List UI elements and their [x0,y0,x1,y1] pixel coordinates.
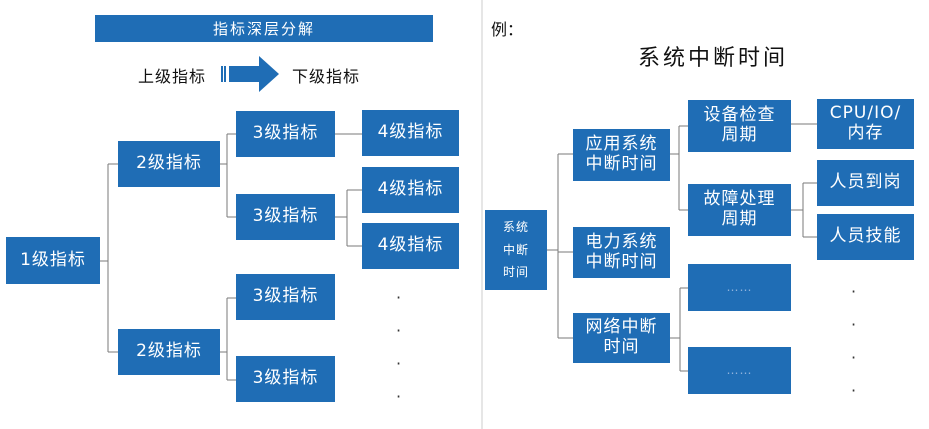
mid-node-app-label: 应用系统 中断时间 [585,134,658,174]
mid-node-power-label: 电力系统 中断时间 [585,231,658,272]
sub-node-inspection: 设备检查 周期 [688,100,791,152]
mid-node-app: 应用系统 中断时间 [573,129,670,181]
level1-node: 1级指标 [6,237,100,284]
level4-node-3: 4级指标 [362,223,459,269]
mid-node-network-label: 网络中断 时间 [585,317,658,357]
sub-node-fault-handling-label: 故障处理 周期 [703,189,776,229]
ellipsis-dot: · [851,381,857,400]
leaf-node-cpu-io-memory-label: CPU/IO/ 内存 [829,103,902,143]
level3-node-2: 3级指标 [236,194,335,240]
lower-level-label: 下级指标 [292,67,361,86]
ellipsis-dot: · [396,288,402,307]
level3-node-4: 3级指标 [236,356,335,402]
ellipsis-dot: · [396,321,402,340]
arrow-right-icon [221,56,279,92]
level2-node-b: 2级指标 [118,329,220,375]
mid-node-power: 电力系统 中断时间 [573,227,670,278]
sub-node-inspection-label: 设备检查 周期 [703,105,776,145]
level4-node-2: 4级指标 [362,167,459,213]
example-title: 系统中断时间 [638,46,789,71]
panel-divider [481,0,483,429]
leaf-node-staff-arrival: 人员到岗 [817,160,914,206]
right-panel-example: 例： 系统中断时间 系统 中断 时间 应用系统 中断时间 电力系统 中断时间 网… [483,0,929,429]
example-label: 例： [491,20,524,39]
ellipsis-dot: · [396,354,402,373]
left-panel-generic-breakdown: 指标深层分解 上级指标 下级指标 1级指标 2级指标 2级指标 3级指标 3级指… [6,15,459,422]
root-node: 系统 中断 时间 [485,210,547,290]
blank-node-2: …… [688,347,791,394]
breakdown-title: 指标深层分解 [95,15,433,42]
left-connector-lines [100,133,362,381]
upper-level-label: 上级指标 [138,67,207,86]
right-ellipsis: · · · · [851,284,856,416]
ellipsis-dot: · [851,315,857,334]
ellipsis-dot: · [396,387,402,406]
ellipsis-dot: · [851,348,857,367]
left-ellipsis: · · · · [396,290,401,422]
leaf-node-cpu-io-memory: CPU/IO/ 内存 [817,99,914,149]
leaf-node-staff-skill: 人员技能 [817,214,914,260]
level4-node-1: 4级指标 [362,110,459,156]
sub-node-fault-handling: 故障处理 周期 [688,184,791,236]
level2-node-a: 2级指标 [118,141,220,187]
level3-node-3: 3级指标 [236,274,335,320]
root-node-label: 系统 中断 时间 [502,219,529,280]
blank-node-1: …… [688,264,791,311]
right-connector-lines [547,123,817,372]
ellipsis-dot: · [851,282,857,301]
level3-node-1: 3级指标 [236,111,335,157]
mid-node-network: 网络中断 时间 [573,313,670,363]
